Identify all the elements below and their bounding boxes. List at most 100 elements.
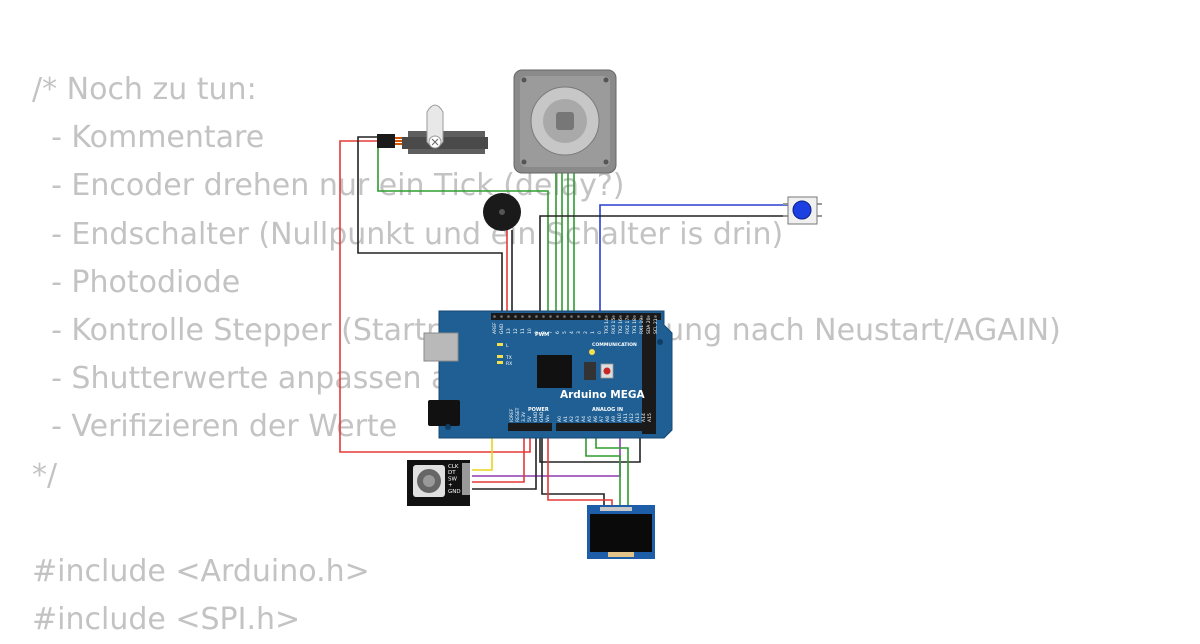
button-cap[interactable] [792,200,812,220]
button-leg [783,215,789,217]
header-pin [542,315,545,318]
power-pin-label: IOREF [509,408,515,422]
mounting-hole [445,424,451,430]
communication-label: COMMUNICATION [592,342,637,348]
button-leg [816,203,822,205]
analog-pin-label: A2 [569,416,575,422]
code-line: - Verifizieren der Werte [32,409,398,445]
servo-connector [377,134,395,148]
pin-label: RX3 15 [611,318,617,334]
header-pin [493,315,496,318]
wire-button-ground [539,215,788,463]
analog-pin-label: A15 [647,413,653,422]
arduino-mega-board[interactable]: L TX RX PWM COMMUNICATION Arduino MEGA P… [423,310,673,439]
board-name: Arduino MEGA [560,389,645,401]
power-pin-label: GND [533,411,539,422]
encoder-pin-label: DT [448,470,456,476]
header-pin [640,315,643,318]
code-line: #include <Arduino.h> [32,553,370,589]
wire-encoder-gnd [472,430,537,490]
pin-label: 3 [576,331,582,334]
analog-pin-label: A10 [617,413,623,422]
analog-label: ANALOG IN [592,407,623,413]
mounting-hole [657,339,663,345]
wires [339,136,788,506]
button-leg [783,203,789,205]
pin-label: 1 [590,331,596,334]
header-pin [563,315,566,318]
analog-pin-label: A13 [635,413,641,422]
analog-pin-label: A11 [623,413,629,422]
wire-encoder-sw [472,430,525,483]
pin-label: RX2 17 [625,318,631,334]
stepper-screw [603,159,609,165]
header-pin [612,315,615,318]
header-pin [647,315,650,318]
wire-button-signal [599,204,788,313]
reset-button-cap[interactable] [603,367,611,375]
pin-label: SCL 21 [653,318,659,334]
pin-label: 9 [534,331,540,334]
power-label: POWER [528,407,549,413]
header-pin [535,315,538,318]
code-line: - Photodiode [32,264,241,300]
top-header-pins [493,315,657,318]
wire-oled-vcc [547,430,613,506]
header-pin [500,315,503,318]
analog-pin-label: A4 [581,416,587,422]
header-pin [514,315,517,318]
pin-label: 8 [541,331,547,334]
header-pin [549,315,552,318]
power-pin-label: GND [539,411,545,422]
led-l [497,343,503,346]
header-pin [654,315,657,318]
power-header [508,423,552,431]
mounting-hole [589,349,595,355]
wire-servo-signal [377,146,549,313]
led-rx-label: RX [506,361,512,367]
wire-servo-ground [357,136,503,313]
stepper-motor[interactable] [513,69,617,174]
header-pin [528,315,531,318]
pin-label: GND [499,323,505,334]
header-pin [521,315,524,318]
encoder-pin-label: SW [448,476,457,482]
wire-oled-scl [585,430,621,506]
buzzer[interactable] [483,193,521,231]
code-line: - Endschalter (Nullpunkt und ein Schalte… [32,216,784,252]
header-pin [598,315,601,318]
analog-pin-label: A14 [641,413,647,422]
power-pin-label: RESET [515,407,521,422]
header-pin [591,315,594,318]
header-pin [507,315,510,318]
pin-label: 6 [555,331,561,334]
oled-ribbon [608,552,634,557]
analog-header [556,423,656,431]
wire-servo-power [339,140,531,453]
pin-label: AREF [492,322,498,334]
analog-pin-label: A8 [605,416,611,422]
pin-label: 11 [520,328,526,334]
pin-label: 13 [506,328,512,334]
encoder-pin-label: CLK [448,464,459,470]
analog-pin-label: A6 [593,416,599,422]
pin-label: TX1 18 [632,318,638,335]
wire-oled-gnd [541,430,605,506]
led-rx [497,361,503,364]
analog-pin-label: A0 [557,416,563,422]
push-button[interactable] [783,196,822,225]
servo-motor[interactable] [377,104,488,154]
header-pin [556,315,559,318]
servo-mount [402,137,488,149]
power-pin-label: Vin [545,415,551,422]
pin-label: 5 [562,331,568,334]
oled-pins [600,507,632,511]
encoder-pin-label: + [448,483,453,489]
encoder-shaft [423,475,435,487]
buzzer-hole [499,209,505,215]
oled-display[interactable] [587,505,655,559]
